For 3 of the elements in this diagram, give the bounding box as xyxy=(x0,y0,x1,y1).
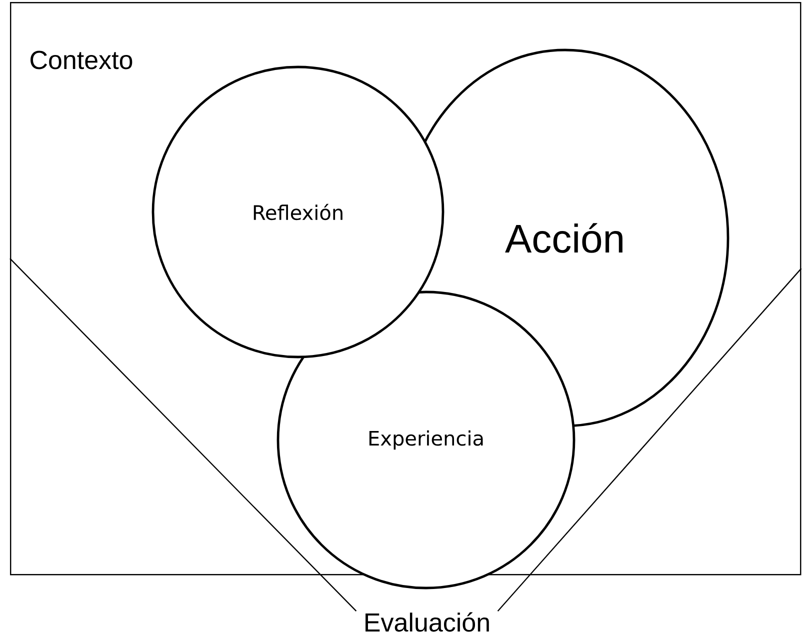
line xyxy=(10,258,357,612)
evaluation-label: Evaluación xyxy=(366,612,489,632)
line xyxy=(497,268,802,612)
